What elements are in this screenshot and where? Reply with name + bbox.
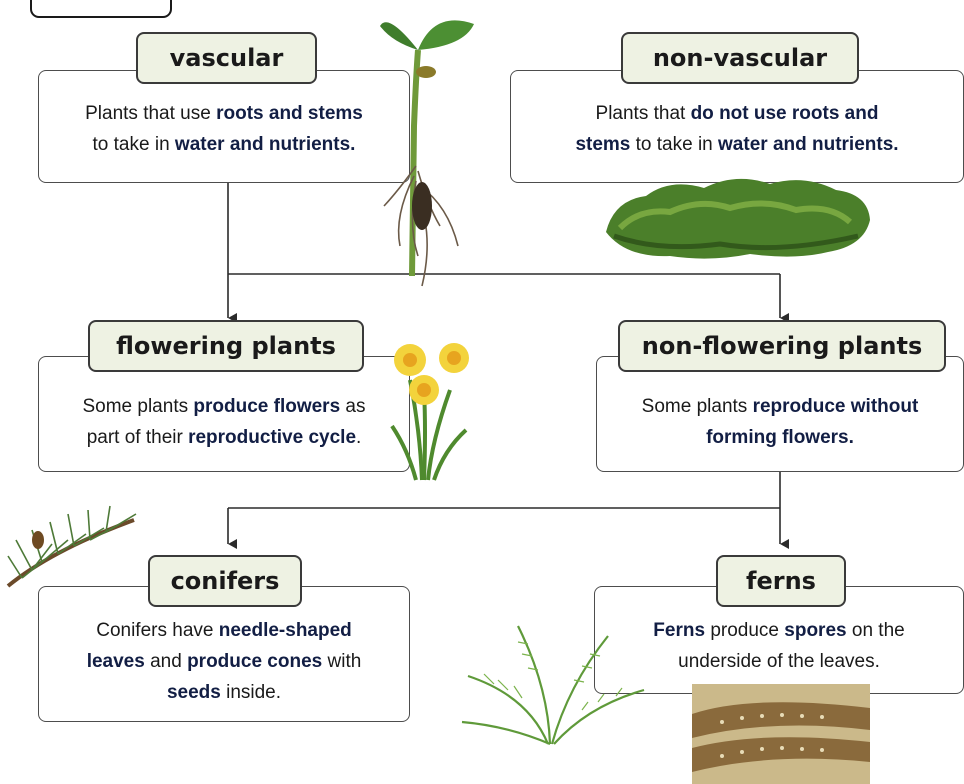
non-vascular-description: Plants that do not use roots andstems to… — [527, 98, 947, 160]
flowering-box: Some plants produce flowers aspart of th… — [38, 356, 410, 472]
vascular-label: vascular — [136, 32, 317, 84]
ferns-description: Ferns produce spores on theunderside of … — [609, 615, 949, 677]
ferns-label: ferns — [716, 555, 846, 607]
vascular-box: Plants that use roots and stems to take … — [38, 70, 410, 183]
flowering-description: Some plants produce flowers aspart of th… — [55, 391, 393, 453]
pine-branch-icon — [2, 500, 140, 590]
seedling-icon — [378, 6, 488, 300]
vascular-description: Plants that use roots and stems to take … — [55, 98, 393, 160]
daffodil-icon — [380, 330, 480, 482]
non-vascular-box: Plants that do not use roots andstems to… — [510, 70, 964, 183]
fern-icon — [458, 616, 648, 746]
flowering-label: flowering plants — [88, 320, 364, 372]
non-flowering-label: non-flowering plants — [618, 320, 946, 372]
non-flowering-description: Some plants reproduce withoutforming flo… — [609, 391, 951, 453]
fern-spores-photo — [692, 684, 870, 784]
moss-icon — [600, 172, 874, 262]
conifers-label: conifers — [148, 555, 302, 607]
conifers-description: Conifers have needle-shapedleaves and pr… — [53, 615, 395, 708]
non-vascular-label: non-vascular — [621, 32, 859, 84]
non-flowering-box: Some plants reproduce withoutforming flo… — [596, 356, 964, 472]
